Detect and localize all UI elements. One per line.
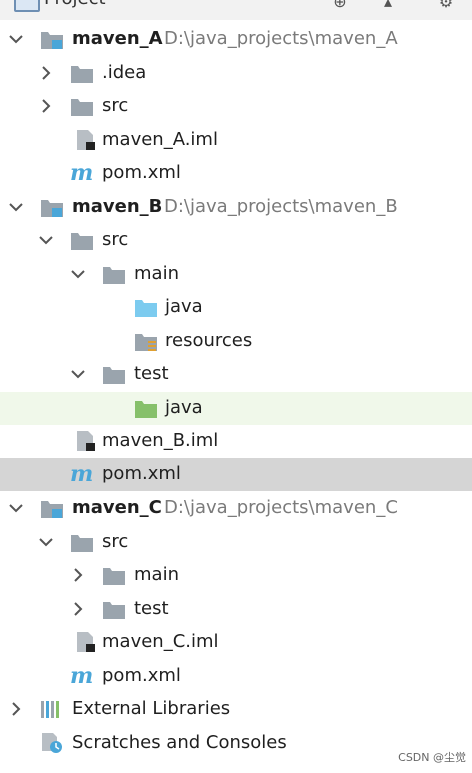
chevron-down-icon[interactable]	[8, 195, 24, 219]
tree-node-label: pom.xml	[102, 665, 181, 686]
chevron-down-icon[interactable]	[38, 228, 54, 252]
tree-node-label: pom.xml	[102, 463, 181, 484]
chevron-right-icon[interactable]	[38, 61, 54, 85]
tree-node-label: maven_C	[72, 497, 162, 518]
folder-icon	[102, 598, 126, 620]
tree-node-iml-file[interactable]: maven_B.iml	[0, 425, 472, 458]
select-opened-file-icon[interactable]: ⊕	[333, 0, 347, 11]
tree-node-label: Scratches and Consoles	[72, 732, 287, 753]
chevron-right-icon[interactable]	[8, 697, 24, 721]
module-path: D:\java_projects\maven_B	[164, 196, 398, 217]
tree-node-maven-b[interactable]: maven_B D:\java_projects\maven_B	[0, 191, 472, 224]
tree-node-label: .idea	[102, 62, 147, 83]
tree-node-pom[interactable]: m pom.xml	[0, 157, 472, 190]
folder-icon	[102, 263, 126, 285]
chevron-right-icon[interactable]	[70, 563, 86, 587]
maven-pom-icon: m	[70, 663, 94, 689]
tree-node-resources[interactable]: resources	[0, 325, 472, 358]
module-path: D:\java_projects\maven_A	[164, 28, 398, 49]
libraries-icon	[40, 698, 64, 720]
source-folder-icon	[134, 296, 158, 318]
tree-node-label: java	[165, 296, 203, 317]
tree-node-label: maven_A	[72, 28, 163, 49]
iml-file-icon	[74, 430, 98, 452]
folder-icon	[102, 564, 126, 586]
tree-node-label: main	[134, 564, 179, 585]
maven-pom-icon: m	[70, 461, 94, 487]
collapse-all-icon[interactable]: ▴	[383, 0, 393, 11]
tree-node-label: src	[102, 229, 129, 250]
iml-file-icon	[74, 129, 98, 151]
scratches-icon	[40, 732, 64, 754]
module-folder-icon	[40, 196, 64, 218]
tree-node-label: maven_B.iml	[102, 430, 219, 451]
panel-title: Project	[44, 0, 106, 9]
tree-node-label: main	[134, 263, 179, 284]
tree-node-label: pom.xml	[102, 162, 181, 183]
gear-icon[interactable]: ⚙	[438, 0, 454, 11]
tree-node-test[interactable]: test	[0, 358, 472, 391]
module-path: D:\java_projects\maven_C	[164, 497, 398, 518]
tree-node-pom[interactable]: m pom.xml	[0, 660, 472, 693]
chevron-down-icon[interactable]	[38, 530, 54, 554]
chevron-down-icon[interactable]	[8, 496, 24, 520]
tree-node-label: test	[134, 363, 169, 384]
chevron-down-icon[interactable]	[8, 27, 24, 51]
project-view-icon	[14, 0, 40, 12]
module-folder-icon	[40, 28, 64, 50]
tree-node-java-source[interactable]: java	[0, 291, 472, 324]
tree-node-label: maven_B	[72, 196, 163, 217]
tree-node-src[interactable]: src	[0, 526, 472, 559]
tree-node-label: resources	[165, 330, 253, 351]
project-panel-header: Project ⊕ ▴ ⚙	[0, 0, 472, 20]
tree-node-label: src	[102, 531, 129, 552]
tree-node-label: maven_A.iml	[102, 129, 218, 150]
folder-icon	[70, 95, 94, 117]
resources-folder-icon	[134, 330, 158, 352]
watermark: CSDN @尘觉	[398, 751, 466, 764]
tree-node-maven-c[interactable]: maven_C D:\java_projects\maven_C	[0, 492, 472, 525]
maven-pom-icon: m	[70, 160, 94, 186]
tree-node-label: src	[102, 95, 129, 116]
tree-node-label: maven_C.iml	[102, 631, 219, 652]
tree-node-maven-a[interactable]: maven_A D:\java_projects\maven_A	[0, 23, 472, 56]
chevron-down-icon[interactable]	[70, 262, 86, 286]
module-folder-icon	[40, 497, 64, 519]
folder-icon	[102, 363, 126, 385]
tree-node-java-test[interactable]: java	[0, 392, 472, 425]
tree-node-pom[interactable]: m pom.xml	[0, 458, 472, 491]
test-source-folder-icon	[134, 397, 158, 419]
iml-file-icon	[74, 631, 98, 653]
tree-node-label: test	[134, 598, 169, 619]
chevron-right-icon[interactable]	[38, 94, 54, 118]
tree-node-label: External Libraries	[72, 698, 231, 719]
folder-icon	[70, 229, 94, 251]
tree-node-external-libraries[interactable]: External Libraries	[0, 693, 472, 726]
folder-icon	[70, 62, 94, 84]
tree-node-idea[interactable]: .idea	[0, 57, 472, 90]
tree-node-iml-file[interactable]: maven_C.iml	[0, 626, 472, 659]
chevron-right-icon[interactable]	[70, 597, 86, 621]
tree-node-main[interactable]: main	[0, 258, 472, 291]
tree-node-src[interactable]: src	[0, 224, 472, 257]
folder-icon	[70, 531, 94, 553]
tree-node-src[interactable]: src	[0, 90, 472, 123]
tree-node-iml-file[interactable]: maven_A.iml	[0, 124, 472, 157]
tree-node-label: java	[165, 397, 203, 418]
chevron-down-icon[interactable]	[70, 362, 86, 386]
tree-node-scratches[interactable]: Scratches and Consoles	[0, 727, 472, 760]
tree-node-test[interactable]: test	[0, 593, 472, 626]
tree-node-main[interactable]: main	[0, 559, 472, 592]
